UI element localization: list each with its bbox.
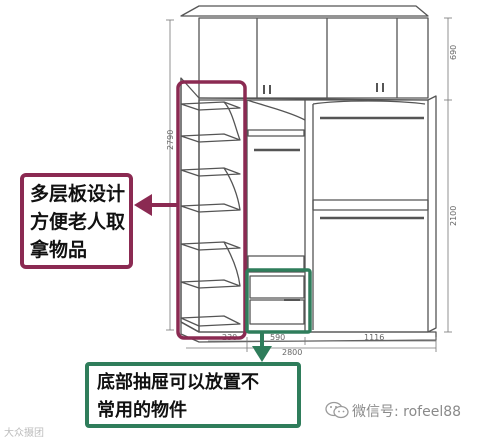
shelf-callout: 多层板设计 方便老人取 拿物品 [20, 173, 133, 269]
shelf-callout-line-2: 方便老人取 [30, 211, 126, 233]
top-cabinet [198, 17, 429, 99]
shelf-highlight-box [176, 80, 247, 340]
drawer-callout-line-1: 底部抽屉可以放置不 [97, 372, 259, 393]
dim-width-total: 2800 [282, 348, 302, 357]
drawer-arrow-head [252, 346, 272, 362]
wechat-icon [325, 401, 349, 419]
top-cornice [180, 5, 429, 17]
watermark-right: 微信号: rofeel88 [352, 404, 462, 420]
dim-height-total: 2790 [166, 130, 175, 150]
drawer-highlight-box [245, 268, 312, 334]
drawer-callout-line-2: 常用的物件 [97, 400, 187, 421]
dim-width-mid: 590 [270, 333, 285, 342]
shelf-arrow-head [134, 194, 152, 216]
shelf-callout-line-3: 拿物品 [30, 239, 88, 261]
dim-width-right: 1116 [364, 333, 384, 342]
dim-height-top: 690 [449, 45, 458, 60]
shelf-callout-line-1: 多层板设计 [30, 183, 126, 205]
watermark-left: 大众摄团 [4, 428, 44, 439]
dim-height-lower: 2100 [449, 206, 458, 226]
drawer-callout: 底部抽屉可以放置不 常用的物件 [85, 362, 301, 428]
